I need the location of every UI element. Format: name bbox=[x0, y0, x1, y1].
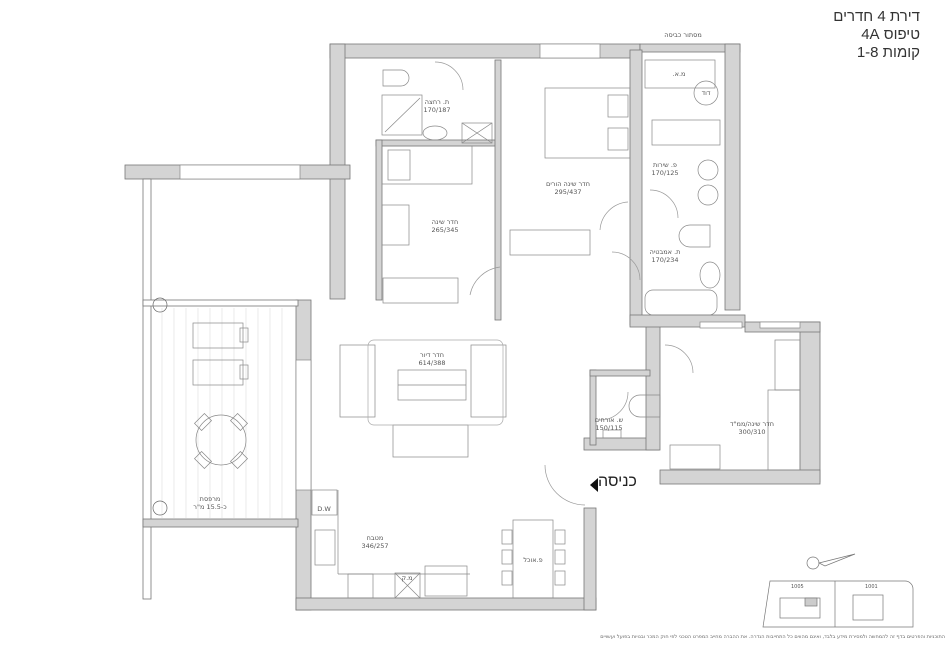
label-dining: פ.אוכל bbox=[523, 556, 543, 564]
entrance-label: כניסה bbox=[598, 473, 637, 490]
compass-icon bbox=[806, 553, 856, 570]
entrance-arrow-icon bbox=[590, 478, 598, 492]
plan-title: דירת 4 חדרים טיפוס 4A קומות 1-8 bbox=[833, 8, 920, 62]
disclaimer-footnote: התוכניות והפרטים בדף זה להמחשה ולמסירת מ… bbox=[600, 634, 945, 640]
key-plan bbox=[762, 580, 914, 628]
windows bbox=[179, 43, 801, 491]
title-floors: קומות 1-8 bbox=[856, 44, 920, 61]
label-storage: מ.א. bbox=[672, 70, 686, 78]
label-laundry-niche: מסתור כביסה bbox=[664, 31, 702, 39]
balcony-decking bbox=[161, 308, 283, 518]
title-rooms: דירת 4 חדרים bbox=[833, 8, 920, 25]
label-boiler: דוד bbox=[701, 89, 711, 97]
title-type: טיפוס 4A bbox=[861, 26, 920, 43]
label-dishwasher: D.W bbox=[317, 505, 331, 513]
label-fridge: מ.ק bbox=[401, 574, 413, 582]
key-plan-building-1005: 1005 bbox=[791, 584, 804, 590]
furniture bbox=[152, 59, 801, 599]
key-plan-building-1001: 1001 bbox=[865, 584, 878, 590]
